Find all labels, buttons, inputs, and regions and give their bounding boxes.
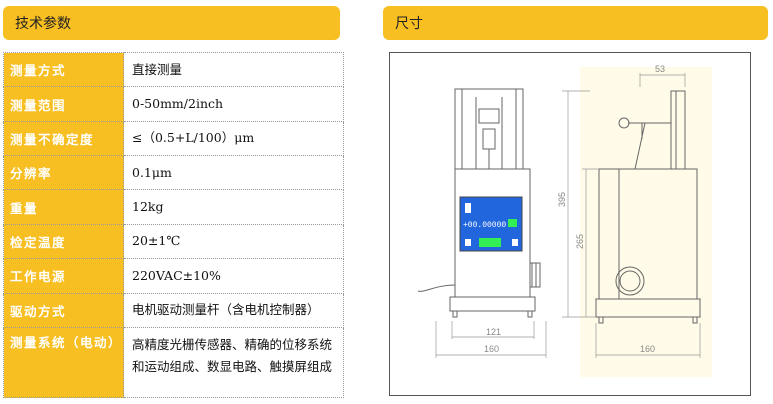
spec-label: 测量范围 — [3, 86, 124, 122]
spec-label: 测量方式 — [3, 51, 124, 88]
dimensions-header: 尺寸 — [383, 6, 768, 40]
drawing-svg: +00.00000 121 160 — [417, 64, 712, 377]
front-clamp — [478, 108, 500, 124]
dim-label-121: 121 — [486, 327, 501, 337]
dim-label-53: 53 — [655, 64, 665, 74]
spec-value: 220VAC±10% — [123, 258, 344, 294]
spec-row: 测量范围 0-50mm/2inch — [3, 86, 344, 122]
spec-row: 分辨率 0.1μm — [3, 155, 344, 191]
spec-label: 工作电源 — [3, 258, 124, 294]
spec-label: 重量 — [3, 189, 124, 225]
side-view — [595, 90, 701, 324]
side-foot — [598, 316, 604, 324]
dim-label-395: 395 — [557, 192, 567, 207]
specs-table: 测量方式 直接测量 测量范围 0-50mm/2inch 测量不确定度 ≤（0.5… — [3, 51, 344, 399]
front-base — [449, 296, 536, 312]
spec-value: ≤（0.5+L/100）μm — [123, 120, 344, 157]
side-foot — [692, 316, 698, 324]
side-base — [595, 298, 701, 318]
front-knob — [529, 262, 541, 288]
front-cable — [417, 284, 456, 292]
spec-value: 12kg — [123, 189, 344, 225]
front-foot — [527, 310, 533, 318]
front-foot — [452, 310, 458, 318]
dimension-drawing: +00.00000 121 160 — [389, 52, 751, 396]
tech-params-title: 技术参数 — [15, 16, 71, 32]
spec-label: 分辨率 — [3, 155, 124, 191]
screen-green-bar — [479, 238, 501, 247]
side-knob — [615, 266, 645, 296]
spec-value: 直接测量 — [123, 51, 344, 88]
screen-indicator — [465, 239, 471, 246]
front-view — [417, 88, 541, 318]
spec-value: 0-50mm/2inch — [123, 86, 344, 122]
screen-reading: +00.00000 — [463, 221, 506, 230]
spec-label: 驱动方式 — [3, 292, 124, 328]
spec-label: 测量不确定度 — [3, 120, 124, 157]
dim-label-160-side: 160 — [640, 344, 655, 354]
spec-value: 20±1℃ — [123, 223, 344, 260]
front-dimensions — [435, 321, 547, 358]
spec-label: 测量系统（电动） — [3, 326, 124, 399]
tech-params-header: 技术参数 — [3, 6, 340, 40]
spec-row: 测量系统（电动） 高精度光栅传感器、精确的位移系统和运动组成、数显电路、触摸屏组… — [3, 326, 344, 399]
front-spindle — [482, 128, 496, 150]
dim-label-160-front: 160 — [484, 344, 499, 354]
spec-row: 驱动方式 电机驱动测量杆（含电机控制器） — [3, 292, 344, 328]
side-dimensions — [562, 73, 701, 358]
screen-indicator — [512, 239, 518, 246]
spec-value: 0.1μm — [123, 155, 344, 191]
side-probe-ball — [618, 117, 630, 129]
spec-row: 测量方式 直接测量 — [3, 51, 344, 88]
spec-row: 检定温度 20±1℃ — [3, 223, 344, 260]
spec-row: 重量 12kg — [3, 189, 344, 225]
dim-label-265: 265 — [575, 234, 585, 249]
screen-status-box — [508, 219, 517, 227]
spec-value: 高精度光栅传感器、精确的位移系统和运动组成、数显电路、触摸屏组成 — [123, 326, 344, 399]
spec-value: 电机驱动测量杆（含电机控制器） — [123, 292, 344, 328]
spec-label: 检定温度 — [3, 223, 124, 260]
screen-indicator — [465, 203, 471, 213]
spec-row: 工作电源 220VAC±10% — [3, 258, 344, 294]
dimensions-title: 尺寸 — [395, 16, 423, 32]
side-view-background — [580, 67, 712, 377]
side-upright — [670, 90, 686, 170]
spec-row: 测量不确定度 ≤（0.5+L/100）μm — [3, 120, 344, 157]
